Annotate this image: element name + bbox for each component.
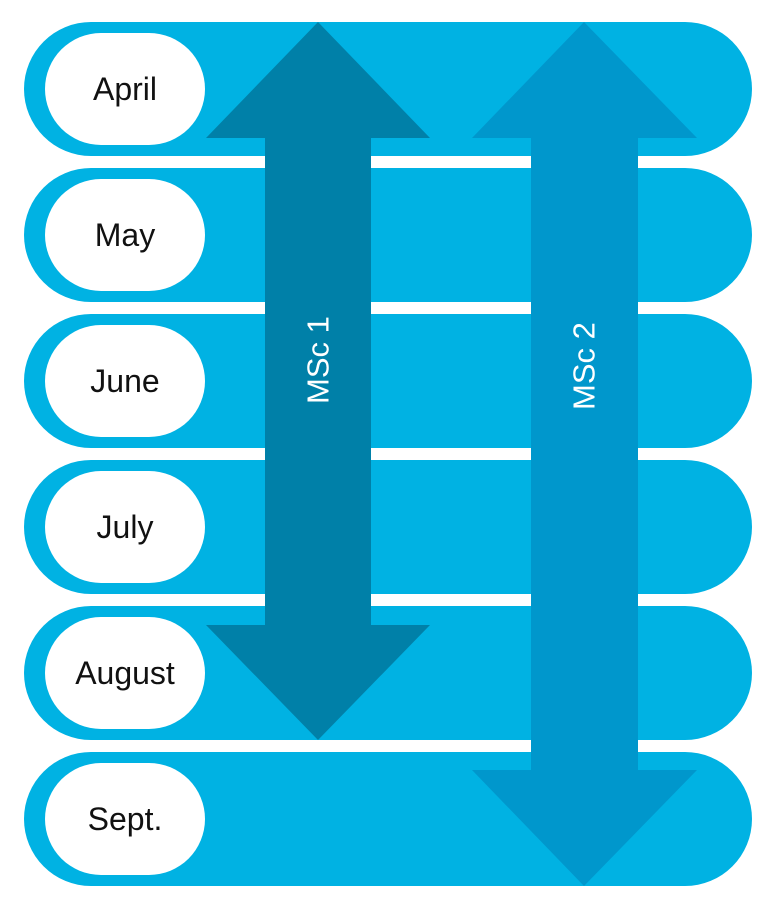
month-pills	[45, 33, 205, 875]
month-rows	[24, 22, 752, 886]
msc2-double-arrow	[472, 22, 697, 886]
month-label-june: June	[90, 363, 159, 399]
msc2-label: MSc 2	[567, 322, 602, 410]
month-pill-august	[45, 617, 205, 729]
month-label-august: August	[75, 655, 175, 691]
month-pill-may	[45, 179, 205, 291]
month-labels: April May June July August Sept.	[75, 71, 175, 837]
msc1-label: MSc 1	[301, 316, 336, 404]
month-label-sept: Sept.	[88, 801, 163, 837]
month-pill-april	[45, 33, 205, 145]
month-label-july: July	[97, 509, 154, 545]
msc1-double-arrow	[206, 22, 430, 740]
month-pill-sept	[45, 763, 205, 875]
month-pill-july	[45, 471, 205, 583]
month-label-april: April	[93, 71, 157, 107]
month-pill-june	[45, 325, 205, 437]
month-label-may: May	[95, 217, 155, 253]
